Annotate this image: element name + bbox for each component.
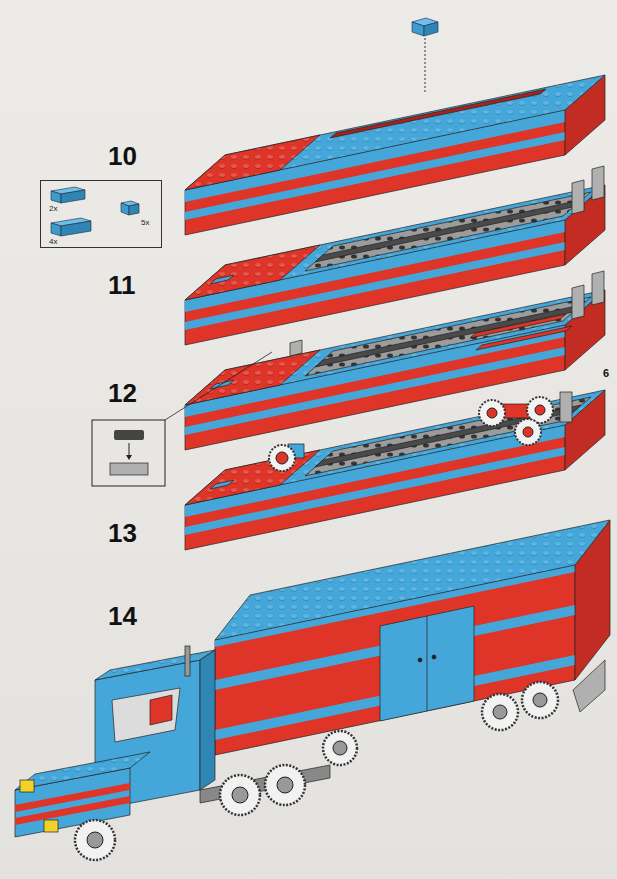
parts-box: 2x 5x 4x <box>40 180 162 248</box>
parts-icons <box>41 181 161 247</box>
brick-insert <box>412 18 438 92</box>
trailer-wheels <box>323 682 558 765</box>
quantity-label: 4x <box>49 238 57 246</box>
trailer-complete <box>215 520 610 755</box>
wheels-layer-13 <box>269 397 553 471</box>
step-number: 11 <box>108 272 136 298</box>
trailer-layer-13 <box>185 390 605 550</box>
step-number: 14 <box>108 603 137 629</box>
step-number: 10 <box>108 143 137 169</box>
step-12-callout <box>92 352 272 486</box>
quantity-label: 5x <box>141 219 149 227</box>
truck-wheels <box>75 765 305 860</box>
trailer-layer-12 <box>185 271 605 450</box>
quantity-label: 2x <box>49 205 57 213</box>
step-number: 12 <box>108 380 137 406</box>
step-number: 13 <box>108 520 137 546</box>
callout-number: 6 <box>603 368 609 379</box>
truck-cab <box>15 646 330 837</box>
